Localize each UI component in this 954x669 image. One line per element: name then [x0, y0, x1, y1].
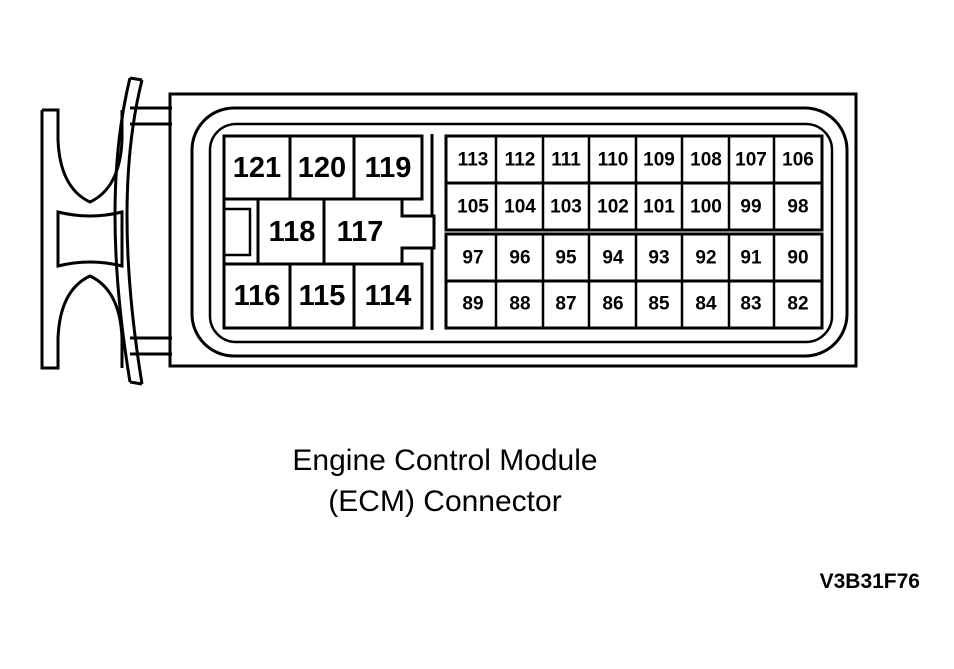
pin-label: 111 — [551, 150, 581, 171]
small-pin-block-lower — [444, 232, 824, 330]
large-pin-labels: 121 120 119 118 117 116 115 114 — [233, 152, 412, 312]
mounting-clip — [40, 76, 172, 386]
pin-label: 96 — [509, 248, 530, 269]
large-pin-block — [222, 134, 436, 330]
pin-label: 118 — [269, 216, 316, 248]
pin-label: 106 — [782, 150, 814, 171]
diagram-caption-line-2: (ECM) Connector — [328, 485, 562, 518]
pin-label: 98 — [787, 197, 808, 218]
pin-label: 89 — [462, 294, 483, 315]
pin-label: 102 — [597, 197, 629, 218]
diagram-caption-line-1: Engine Control Module — [292, 444, 598, 477]
pin-label: 117 — [337, 216, 384, 248]
pin-label: 116 — [234, 280, 281, 312]
figure-code: V3B31F76 — [819, 570, 920, 593]
pin-label: 110 — [598, 150, 629, 171]
pin-label: 115 — [299, 280, 346, 312]
pin-label: 112 — [505, 150, 536, 171]
pin-label: 119 — [365, 152, 412, 184]
pin-label: 104 — [504, 197, 536, 218]
small-pin-row-4: 89 88 87 86 85 84 83 82 — [462, 294, 808, 315]
pin-label: 108 — [690, 150, 722, 171]
pin-label: 93 — [648, 248, 669, 269]
pin-label: 94 — [602, 248, 624, 269]
pin-label: 101 — [643, 197, 675, 218]
pin-label: 91 — [740, 248, 762, 269]
pin-label: 99 — [740, 197, 761, 218]
small-pin-dividers — [494, 136, 776, 328]
small-pin-row-1: 113 112 111 110 109 108 107 106 — [458, 150, 814, 171]
pin-label: 90 — [787, 248, 808, 269]
pin-label: 105 — [457, 197, 489, 218]
pin-label: 95 — [555, 248, 577, 269]
pin-label: 114 — [365, 280, 412, 312]
pin-label: 109 — [643, 150, 675, 171]
pin-label: 100 — [690, 197, 722, 218]
small-pin-row-3: 97 96 95 94 93 92 91 90 — [462, 248, 808, 269]
pin-label: 86 — [602, 294, 623, 315]
pin-label: 120 — [298, 152, 346, 184]
pin-label: 97 — [462, 248, 483, 269]
pin-label: 82 — [787, 294, 808, 315]
pin-label: 92 — [695, 248, 716, 269]
pin-label: 103 — [550, 197, 582, 218]
small-pin-block-upper — [444, 134, 824, 232]
pin-label: 83 — [740, 294, 761, 315]
pin-label: 87 — [555, 294, 576, 315]
pin-label: 107 — [735, 150, 767, 171]
pin-label: 88 — [509, 294, 530, 315]
pin-label: 85 — [648, 294, 670, 315]
pin-label: 84 — [695, 294, 717, 315]
connector-housing — [168, 92, 858, 368]
small-pin-row-2: 105 104 103 102 101 100 99 98 — [457, 197, 808, 218]
pin-label: 113 — [458, 150, 489, 171]
pin-label: 121 — [233, 152, 281, 184]
